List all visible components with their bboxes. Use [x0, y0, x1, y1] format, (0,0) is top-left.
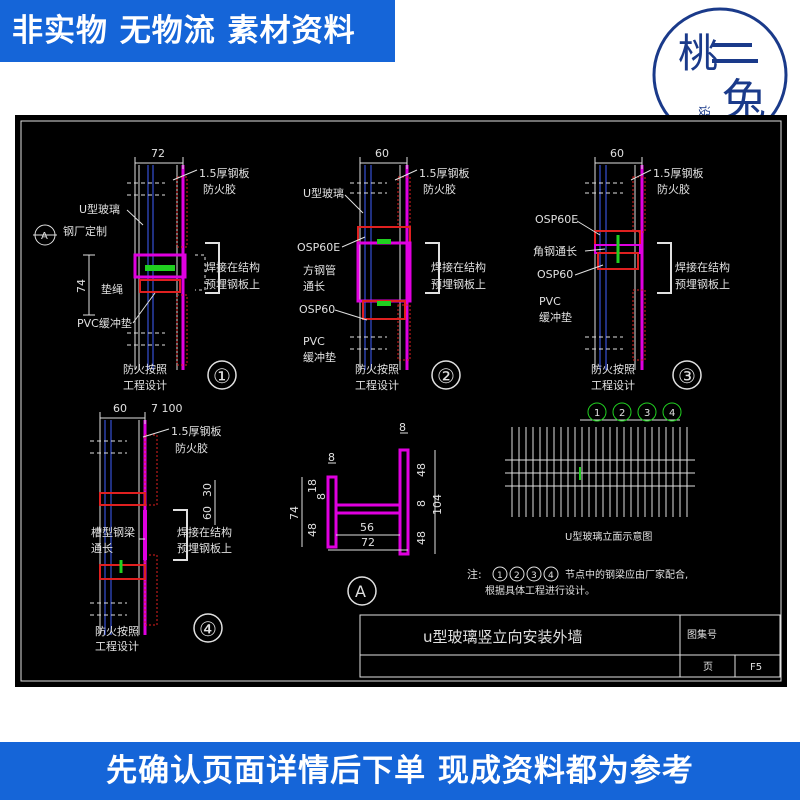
- detail-a-dim-9: 8: [415, 500, 428, 507]
- note-mark-4: 4: [548, 571, 554, 581]
- detail-3-number: ③: [678, 364, 696, 388]
- detail-2-dim-top: 60: [375, 147, 389, 160]
- detail-3-label-weld-1: 焊接在结构: [675, 260, 730, 274]
- detail-2-number: ②: [437, 364, 455, 388]
- elevation-mark-2: 2: [619, 408, 625, 419]
- detail-1-label-pvc: PVC缓冲垫: [77, 316, 132, 330]
- detail-1-label-weld-1: 焊接在结构: [205, 260, 260, 274]
- detail-2-label-osp60: OSP60: [299, 303, 335, 316]
- detail-1-label-steel-plate: 1.5厚钢板: [199, 166, 250, 180]
- title-block-page-value: F5: [750, 662, 762, 673]
- detail-3-label-angle-steel: 角钢通长: [533, 245, 577, 258]
- detail-a-dim-5: 74: [288, 506, 301, 520]
- note-prefix: 注:: [467, 567, 482, 581]
- detail-a-dim-8: 48: [415, 463, 428, 477]
- detail-4-dim-top: 60: [113, 402, 127, 415]
- detail-1-label-cord: 垫绳: [101, 282, 123, 296]
- detail-4-dim-30: 30: [201, 483, 214, 497]
- cad-drawing: 72 74 1.5厚钢板 防火胶 U型玻璃 钢厂定制 A 焊接在结构 预埋钢板上…: [15, 115, 787, 687]
- detail-1-dim-top: 72: [151, 147, 165, 160]
- note-mark-2: 2: [514, 571, 520, 581]
- detail-4-label-fire-glue: 防火胶: [175, 441, 208, 455]
- detail-1-label-fire-2: 工程设计: [123, 379, 167, 392]
- detail-2-label-osp60e: OSP60E: [297, 241, 340, 254]
- detail-3-label-steel-plate: 1.5厚钢板: [653, 166, 704, 180]
- detail-2-label-steel-plate: 1.5厚钢板: [419, 166, 470, 180]
- detail-3-label-fire-glue: 防火胶: [657, 182, 690, 196]
- note-mark-1: 1: [497, 571, 503, 581]
- detail-1-dim-left: 74: [75, 279, 88, 293]
- elevation-mark-4: 4: [669, 408, 675, 419]
- detail-1-number: ①: [213, 364, 231, 388]
- detail-4: 60 7 100 30 60 1.5厚钢板 防火胶 槽型钢梁 通长 焊接在结构 …: [90, 402, 232, 653]
- detail-3-dim-top: 60: [610, 147, 624, 160]
- detail-4-label-steel-plate: 1.5厚钢板: [171, 424, 222, 438]
- detail-2-label-fire-glue: 防火胶: [423, 182, 456, 196]
- detail-4-label-fire-2: 工程设计: [95, 640, 139, 653]
- detail-1-label-u-glass: U型玻璃: [79, 202, 120, 216]
- elevation-mark-1: 1: [594, 408, 600, 419]
- note: 注: 1 2 3 4 节点中的钢梁应由厂家配合, 根据具体工程进行设计。: [467, 566, 688, 597]
- detail-2-label-continuous: 通长: [303, 280, 325, 293]
- detail-1-label-factory-custom: 钢厂定制: [63, 224, 107, 238]
- title-block: u型玻璃竖立向安装外墙 图集号 页 F5: [359, 614, 781, 678]
- detail-4-label-fire-1: 防火按照: [95, 624, 139, 638]
- detail-a-dim-6: 56: [360, 521, 374, 534]
- detail-1-label-fire-1: 防火按照: [123, 362, 167, 376]
- title-block-title: u型玻璃竖立向安装外墙: [423, 628, 583, 646]
- title-block-atlas-label: 图集号: [687, 628, 717, 641]
- note-text-2: 根据具体工程进行设计。: [485, 584, 595, 597]
- elevation-diagram: 1 2 3 4 U型玻璃立面示意图: [505, 402, 695, 543]
- detail-3-label-weld-2: 预埋钢板上: [675, 277, 730, 291]
- note-text-1: 节点中的钢梁应由厂家配合,: [565, 568, 688, 581]
- detail-4-dim-60: 60: [201, 506, 214, 520]
- detail-2-label-square-tube: 方钢管: [303, 263, 336, 277]
- detail-4-dim-top-2: 7 100: [151, 402, 183, 415]
- detail-1-label-weld-2: 预埋钢板上: [205, 277, 260, 291]
- detail-3-label-fire-2: 工程设计: [591, 379, 635, 392]
- detail-1-label-fire-glue: 防火胶: [203, 182, 236, 196]
- detail-4-label-weld-2: 预埋钢板上: [177, 541, 232, 555]
- detail-4-number: ④: [199, 617, 217, 641]
- detail-2-label-fire-1: 防火按照: [355, 362, 399, 376]
- detail-a-dim-4: 48: [306, 523, 319, 537]
- detail-4-label-weld-1: 焊接在结构: [177, 525, 232, 539]
- detail-3-label-osp60e: OSP60E: [535, 213, 578, 226]
- detail-2-label-weld-1: 焊接在结构: [431, 260, 486, 274]
- detail-a: 8 8 8 18 48 74 56 72 48 8 104 48 A: [288, 421, 444, 606]
- detail-2-label-buffer: 缓冲垫: [303, 350, 336, 364]
- detail-3-label-osp60: OSP60: [537, 268, 573, 281]
- detail-3: 60 1.5厚钢板 防火胶 OSP60E 角钢通长 OSP60 焊接在结构 预埋…: [533, 147, 730, 392]
- detail-4-label-continuous: 通长: [91, 542, 113, 555]
- elevation-mark-3: 3: [644, 408, 650, 419]
- logo-char-1: 桃: [678, 31, 718, 77]
- title-block-page-label: 页: [703, 661, 713, 673]
- detail-2-label-pvc: PVC: [303, 335, 325, 348]
- detail-a-dim-0: 8: [328, 451, 335, 464]
- elevation-title: U型玻璃立面示意图: [565, 530, 652, 543]
- detail-2-label-fire-2: 工程设计: [355, 379, 399, 392]
- detail-1-section-mark-text: A: [41, 231, 48, 242]
- detail-3-label-fire-1: 防火按照: [591, 362, 635, 376]
- detail-a-dim-2: 8: [315, 493, 328, 500]
- top-banner: 非实物 无物流 素材资料: [0, 0, 395, 62]
- detail-a-dim-3: 18: [306, 479, 319, 493]
- detail-a-dim-7: 72: [361, 536, 375, 549]
- detail-2: 60 1.5厚钢板 防火胶 U型玻璃 OSP60E 方钢管 通长 焊接在结构 预…: [297, 147, 486, 392]
- detail-a-dim-10: 104: [431, 494, 444, 515]
- detail-2-label-weld-2: 预埋钢板上: [431, 277, 486, 291]
- detail-3-label-buffer: 缓冲垫: [539, 310, 572, 324]
- detail-a-dim-11: 48: [415, 531, 428, 545]
- detail-3-label-pvc: PVC: [539, 295, 561, 308]
- note-mark-3: 3: [531, 571, 537, 581]
- detail-1: 72 74 1.5厚钢板 防火胶 U型玻璃 钢厂定制 A 焊接在结构 预埋钢板上…: [33, 147, 260, 392]
- detail-a-mark: A: [355, 582, 366, 601]
- detail-2-label-u-glass: U型玻璃: [303, 186, 344, 200]
- detail-a-dim-1: 8: [399, 421, 406, 434]
- bottom-banner: 先确认页面详情后下单 现成资料都为参考: [0, 742, 800, 800]
- detail-4-label-channel: 槽型钢梁: [91, 525, 135, 539]
